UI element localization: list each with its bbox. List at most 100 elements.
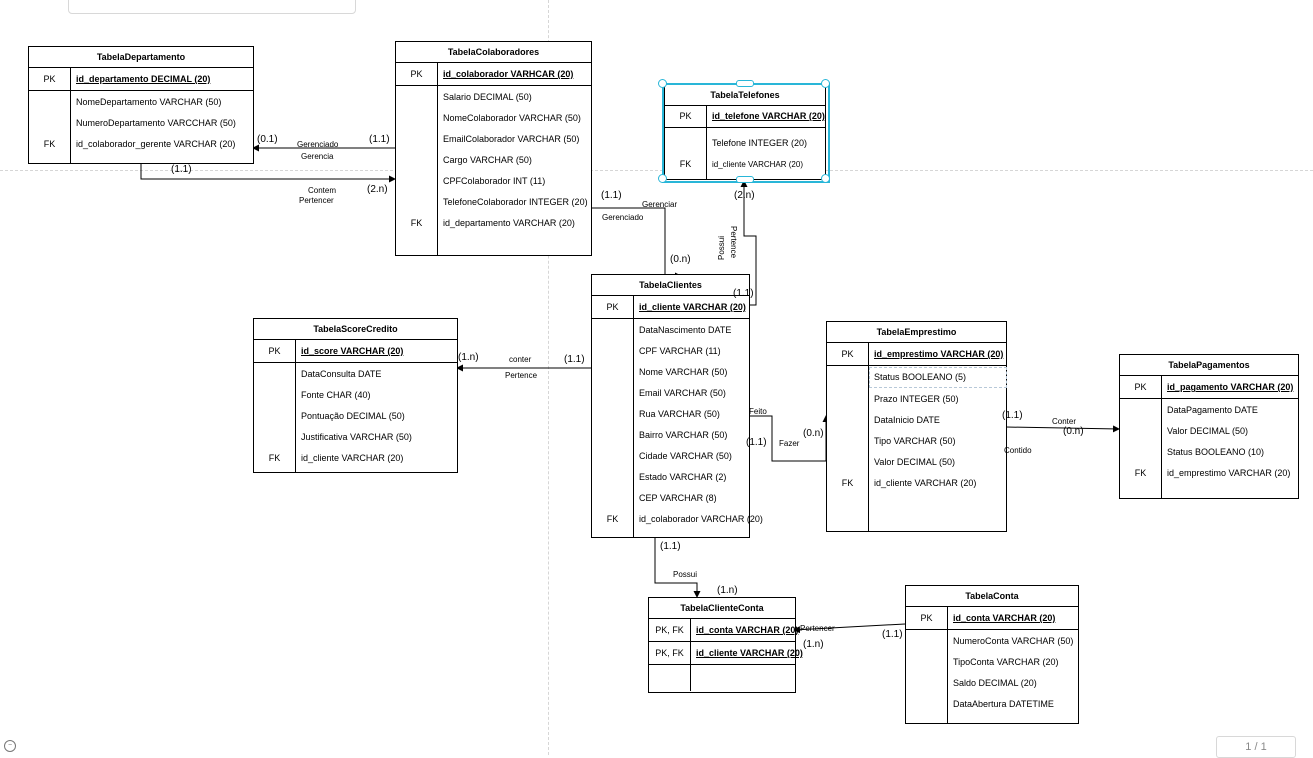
zoom-icon[interactable]: − [4, 740, 16, 752]
relationship-label: Pertence [729, 226, 738, 259]
table-title: TabelaEmprestimo [827, 322, 1006, 343]
table-conta[interactable]: TabelaConta PK id_conta VARCHAR (20) Num… [905, 585, 1079, 724]
field: DataPagamento DATE [1167, 405, 1258, 415]
cardinality: (1.n) [803, 639, 824, 650]
relationship-label: Gerenciado [297, 140, 339, 149]
resize-handle[interactable] [658, 174, 667, 183]
relationship-label: Gerenciado [602, 213, 644, 222]
key-tag: PK [827, 343, 869, 365]
relationship-label: conter [509, 355, 532, 364]
cardinality: (1.1) [733, 288, 754, 299]
field: NomeColaborador VARCHAR (50) [443, 113, 581, 123]
relationship-label: Gerenciar [642, 200, 678, 209]
table-title: TabelaTelefones [665, 85, 825, 106]
cardinality: (1.n) [458, 352, 479, 363]
cardinality: (0.n) [670, 254, 691, 265]
selection-box[interactable] [662, 83, 830, 183]
field: NomeDepartamento VARCHAR (50) [76, 97, 222, 107]
cardinality: (1.1) [746, 437, 767, 448]
primary-key-field: id_colaborador VARHCAR (20) [443, 69, 574, 79]
field: Valor DECIMAL (50) [1167, 426, 1249, 436]
link-clientes-telefones [740, 180, 757, 306]
relationship-label: Feito [749, 407, 767, 416]
relationship-label: Possui [717, 235, 726, 260]
field: Email VARCHAR (50) [639, 388, 726, 398]
cardinality: (1.1) [171, 164, 192, 175]
field: Rua VARCHAR (50) [639, 409, 720, 419]
foreign-key-tag: FK [841, 478, 854, 488]
field: TipoConta VARCHAR (20) [953, 657, 1059, 667]
table-telefones[interactable]: TabelaTelefones PK id_telefone VARCHAR (… [664, 84, 826, 180]
field: id_departamento VARCHAR (20) [443, 218, 575, 228]
foreign-key-tag: FK [606, 514, 619, 524]
resize-handle[interactable] [736, 80, 754, 87]
cardinality: (1.1) [564, 354, 585, 365]
field: id_cliente VARCHAR (20) [874, 478, 977, 488]
link-depto-colab [140, 162, 396, 183]
relationship-label: Gerencia [301, 152, 334, 161]
field: Telefone INTEGER (20) [712, 138, 808, 148]
cardinality: (2.n) [367, 184, 388, 195]
table-title: TabelaScoreCredito [254, 319, 457, 340]
table-pagamentos[interactable]: TabelaPagamentos PK id_pagamento VARCHAR… [1119, 354, 1299, 499]
field: TelefoneColaborador INTEGER (20) [443, 197, 588, 207]
cardinality: (2.n) [734, 190, 755, 201]
field: DataAbertura DATETIME [953, 699, 1054, 709]
table-title: TabelaColaboradores [396, 42, 591, 63]
field: CPF VARCHAR (11) [639, 346, 721, 356]
table-cliente-conta[interactable]: TabelaClienteConta PK, FK id_conta VARCH… [648, 597, 803, 693]
field: id_colaborador_gerente VARCHAR (20) [76, 139, 236, 149]
field: id_colaborador VARCHAR (20) [639, 514, 763, 524]
relationship-label: Conter [1052, 417, 1077, 426]
relationship-label: Possui [673, 570, 698, 579]
field: Cargo VARCHAR (50) [443, 155, 532, 165]
primary-key-field: id_emprestimo VARCHAR (20) [874, 349, 1004, 359]
cardinality: (0.1) [257, 134, 278, 145]
table-clientes[interactable]: TabelaClientes PK id_cliente VARCHAR (20… [591, 274, 763, 538]
relationship-label: Pertencer [800, 624, 835, 633]
relationship-label: Pertence [505, 371, 538, 380]
field: DataNascimento DATE [639, 325, 732, 335]
table-departamento[interactable]: TabelaDepartamento PK id_departamento DE… [28, 46, 254, 164]
foreign-key-tag: FK [43, 139, 56, 149]
foreign-key-tag: FK [679, 159, 692, 169]
field: CPFColaborador INT (11) [443, 176, 546, 186]
cardinality: (1.1) [1002, 410, 1023, 421]
table-colaboradores[interactable]: TabelaColaboradores PK id_colaborador VA… [395, 41, 592, 256]
cardinality: (1.1) [660, 541, 681, 552]
table-emprestimo[interactable]: TabelaEmprestimo PK id_emprestimo VARCHA… [826, 321, 1007, 532]
field: id_cliente VARCHAR (20) [712, 160, 803, 169]
field-highlight [869, 367, 1007, 388]
cardinality: (1.1) [369, 134, 390, 145]
relationship-label: Contido [1004, 446, 1032, 455]
field: Nome VARCHAR (50) [639, 367, 728, 377]
primary-key-field: id_cliente VARCHAR (20) [639, 302, 746, 312]
table-score-credito[interactable]: TabelaScoreCredito PK id_score VARCHAR (… [253, 318, 458, 473]
key-tag: PK [665, 106, 707, 127]
resize-handle[interactable] [658, 79, 667, 88]
page-indicator[interactable]: 1 / 1 [1216, 736, 1296, 758]
resize-handle[interactable] [736, 176, 754, 183]
field: id_cliente VARCHAR (20) [301, 453, 404, 463]
table-title: TabelaClienteConta [649, 598, 795, 619]
table-title: TabelaClientes [592, 275, 749, 296]
resize-handle[interactable] [821, 79, 830, 88]
primary-key-field: id_departamento DECIMAL (20) [76, 74, 211, 84]
field: Estado VARCHAR (2) [639, 472, 727, 482]
primary-key-field: id_conta VARCHAR (20) [953, 613, 1056, 623]
field: Cidade VARCHAR (50) [639, 451, 732, 461]
primary-key-field: id_cliente VARCHAR (20) [696, 648, 803, 658]
field: Status BOOLEANO (10) [1167, 447, 1265, 457]
field: Justificativa VARCHAR (50) [301, 432, 412, 442]
field: Prazo INTEGER (50) [874, 394, 959, 404]
key-tag: PK [592, 296, 634, 318]
resize-handle[interactable] [821, 174, 830, 183]
cardinality: (1.1) [601, 190, 622, 201]
field: Status BOOLEANO (5) [874, 372, 967, 382]
relationship-label: Pertencer [299, 196, 334, 205]
link-conta-clienteconta [793, 623, 906, 634]
field: NumeroConta VARCHAR (50) [953, 636, 1074, 646]
foreign-key-tag: FK [410, 218, 423, 228]
field: Saldo DECIMAL (20) [953, 678, 1037, 688]
